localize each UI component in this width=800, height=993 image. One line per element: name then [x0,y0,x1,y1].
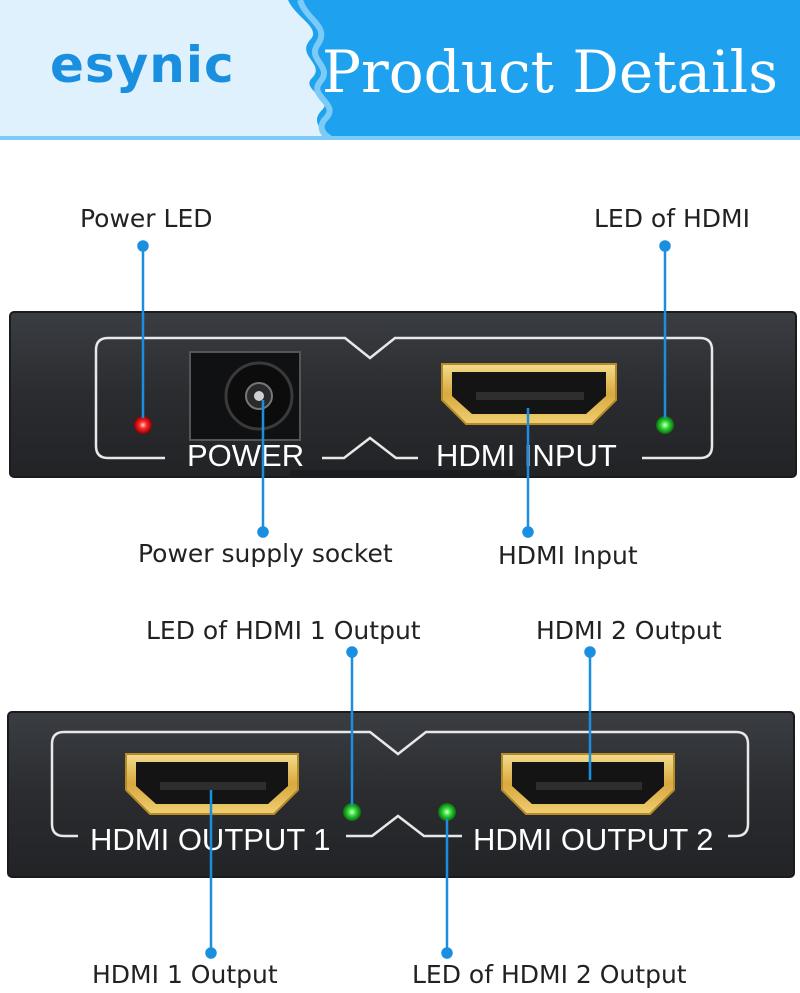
power-panel-label: POWER [187,438,304,473]
banner-title: Product Details [322,38,778,106]
header-banner: esynic Product Details [0,0,800,141]
callout-led-hdmi-2-output: LED of HDMI 2 Output [412,960,687,989]
banner-background [0,0,800,141]
output-2-panel-label: HDMI OUTPUT 2 [473,822,714,857]
input-panel-device: POWER HDMI INPUT [9,311,797,478]
output-panel-outline [50,730,750,838]
panel-outline [94,336,714,460]
hdmi-input-panel-label: HDMI INPUT [436,438,617,473]
callout-hdmi-1-output: HDMI 1 Output [92,960,278,989]
hdmi-output-1-port [125,753,299,815]
callout-power-led: Power LED [80,204,213,233]
callout-led-of-hdmi: LED of HDMI [594,204,750,233]
brand-logo: esynic [50,36,235,94]
power-led [134,416,152,434]
hdmi-output-2-led [438,803,456,821]
hdmi-input-port [441,363,617,425]
callout-leader-lines [137,240,671,959]
callout-led-hdmi-1-output: LED of HDMI 1 Output [146,616,421,645]
callout-hdmi-input: HDMI Input [498,541,638,570]
hdmi-output-1-led [343,803,361,821]
hdmi-input-led [656,416,674,434]
output-panel-device: HDMI OUTPUT 1 HDMI OUTPUT 2 [7,711,795,878]
hdmi-output-2-port [501,753,675,815]
callout-hdmi-2-output: HDMI 2 Output [536,616,722,645]
callout-power-supply-socket: Power supply socket [138,539,393,568]
